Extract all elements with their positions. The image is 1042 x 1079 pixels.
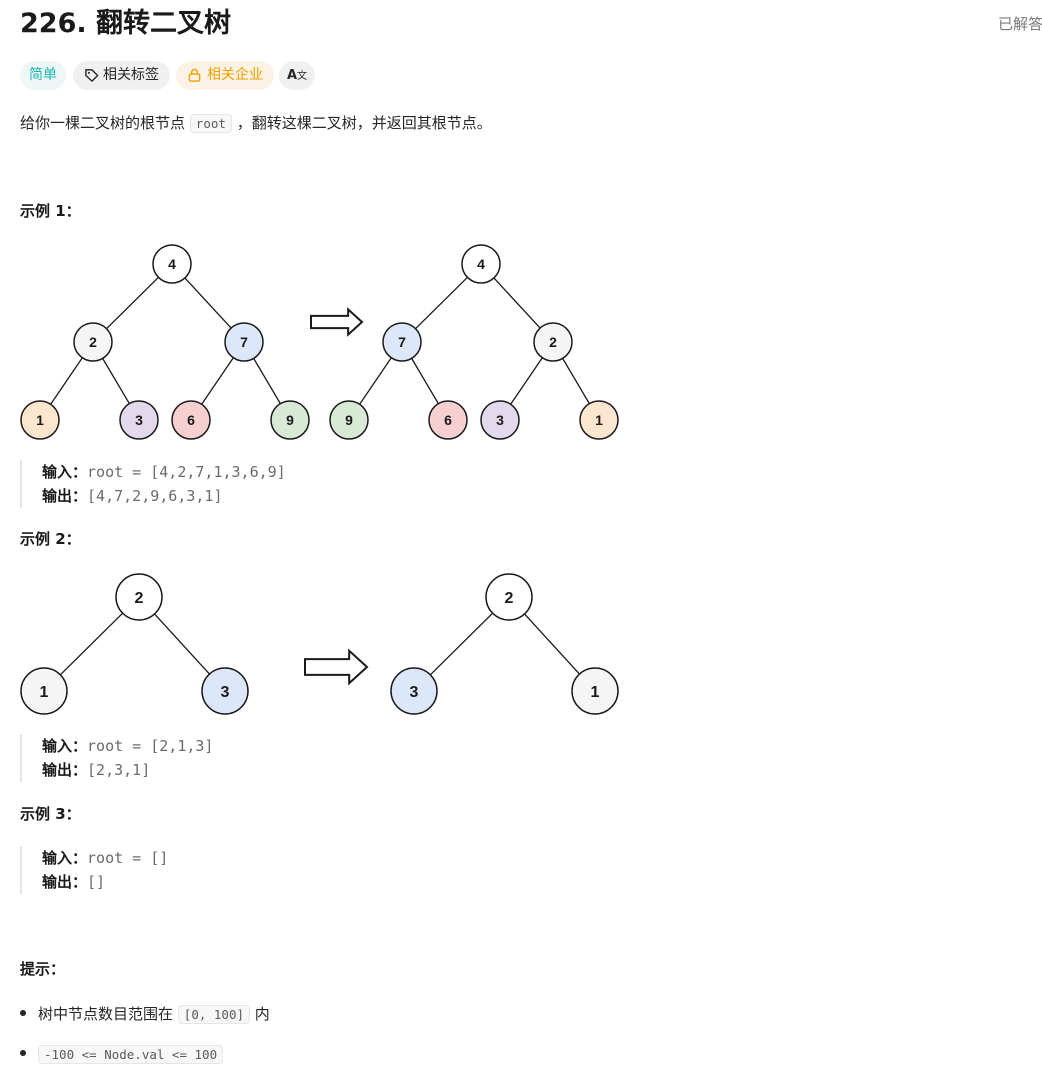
constraint-item: -100 <= Node.val <= 100	[20, 1043, 224, 1066]
translate-button[interactable]: A文	[279, 61, 315, 90]
tree-node-label: 7	[240, 334, 248, 350]
tree-node	[428, 400, 468, 440]
tree-node	[390, 667, 438, 715]
tree-node-label: 2	[549, 334, 557, 350]
tree-node	[20, 667, 68, 715]
tree-node	[201, 667, 249, 715]
topics-tag-label: 相关标签	[103, 67, 159, 83]
tree-edge	[102, 358, 130, 404]
bullet	[20, 1009, 26, 1016]
tree-node-label: 9	[286, 412, 294, 428]
tree-node	[461, 244, 501, 284]
tree-node	[579, 400, 619, 440]
bullet	[20, 1049, 26, 1056]
topics-tag[interactable]: 相关标签	[73, 61, 170, 90]
tree-edge	[415, 276, 468, 330]
tree-node-label: 2	[135, 590, 144, 607]
tree-node	[224, 322, 264, 362]
tree-node-label: 2	[505, 590, 514, 607]
tree-edge	[493, 277, 541, 329]
tree-node-label: 3	[221, 684, 230, 701]
tree-node-label: 3	[135, 412, 143, 428]
tree-node	[533, 322, 573, 362]
tree-node	[152, 244, 192, 284]
arrow-right-icon	[310, 307, 364, 337]
tree-edge	[524, 613, 580, 675]
example-1-title: 示例 1：	[20, 202, 81, 220]
difficulty-tag[interactable]: 简单	[20, 61, 66, 90]
tree-node	[382, 322, 422, 362]
tree-node	[329, 400, 369, 440]
example-1-io: 输入：root = [4,2,7,1,3,6,9] 输出：[4,7,2,9,6,…	[20, 460, 286, 508]
tree-node	[270, 400, 310, 440]
tree-node	[119, 400, 159, 440]
companies-tag[interactable]: 相关企业	[176, 61, 274, 90]
translate-icon: A	[286, 68, 298, 83]
lock-icon	[188, 68, 201, 82]
tree-node-label: 6	[187, 412, 195, 428]
tree-edge	[106, 276, 159, 330]
problem-description: 给你一棵二叉树的根节点 root ，翻转这棵二叉树，并返回其根节点。	[20, 114, 492, 133]
tree-edge	[253, 358, 281, 404]
constraint-item: 树中节点数目范围在 [0, 100] 内	[20, 1003, 270, 1026]
tree-node-label: 4	[168, 256, 176, 272]
tree-edge	[201, 357, 234, 405]
example-3-title: 示例 3：	[20, 805, 81, 823]
tag-icon	[85, 69, 99, 82]
arrow-right-icon	[304, 648, 369, 686]
solved-status: 已解答	[998, 15, 1042, 33]
tree-edge	[154, 613, 210, 675]
tree-node-label: 1	[591, 684, 600, 701]
tree-edge	[411, 358, 439, 404]
tree-edge	[429, 612, 494, 676]
tree-edge	[59, 612, 124, 676]
tree-node-label: 9	[345, 412, 353, 428]
constraints-title: 提示：	[20, 960, 66, 978]
inline-code-root: root	[189, 114, 232, 133]
example-2-title: 示例 2：	[20, 530, 81, 548]
example-3-io: 输入：root = [] 输出：[]	[20, 846, 168, 894]
tree-node-label: 1	[36, 412, 44, 428]
tree-node	[485, 573, 533, 621]
tree-edge	[510, 357, 543, 405]
tree-node	[571, 667, 619, 715]
tree-edge	[562, 358, 590, 404]
tree-node	[480, 400, 520, 440]
tree-node-label: 7	[398, 334, 406, 350]
inline-code: [0, 100]	[177, 1005, 251, 1024]
tree-node-label: 2	[89, 334, 97, 350]
tree-node-label: 4	[477, 256, 485, 272]
tree-edge	[184, 277, 232, 329]
companies-tag-label: 相关企业	[207, 67, 263, 83]
tree-node-label: 6	[444, 412, 452, 428]
inline-code: -100 <= Node.val <= 100	[38, 1045, 224, 1064]
tree-node-label: 3	[496, 412, 504, 428]
tree-node	[73, 322, 113, 362]
tree-node	[171, 400, 211, 440]
example-2-io: 输入：root = [2,1,3] 输出：[2,3,1]	[20, 734, 213, 782]
tree-edge	[50, 357, 83, 405]
tree-edge	[359, 357, 392, 405]
tree-node-label: 1	[40, 684, 49, 701]
tree-node-label: 3	[410, 684, 419, 701]
tree-node-label: 1	[595, 412, 603, 428]
tree-node	[20, 400, 60, 440]
page-title: 226. 翻转二叉树	[20, 8, 232, 39]
tree-node	[115, 573, 163, 621]
